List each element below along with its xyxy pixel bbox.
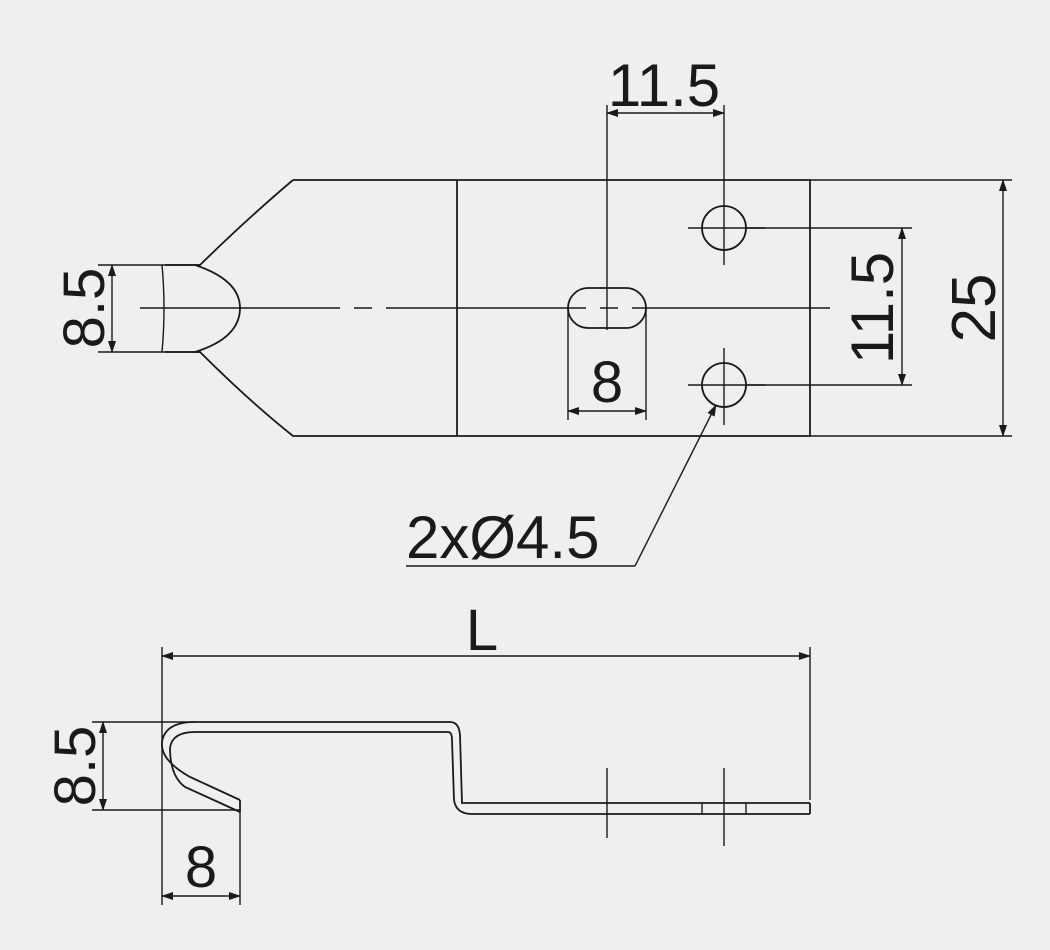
dim-hook-gap-label: 8.5 bbox=[52, 268, 117, 349]
side-view: L 8.5 8 bbox=[43, 598, 811, 905]
dim-length-label: L bbox=[466, 598, 498, 663]
dim-hook-gap: 8.5 bbox=[52, 264, 200, 353]
dim-hole-spacing-h: 11.5 bbox=[606, 52, 725, 330]
plate-outline bbox=[165, 179, 811, 437]
dim-hook-depth-label: 8 bbox=[185, 835, 217, 900]
dim-hook-height: 8.5 bbox=[43, 721, 240, 811]
profile-inner bbox=[169, 731, 810, 815]
dim-width: 25 bbox=[810, 179, 1012, 437]
dim-slot-length-label: 8 bbox=[591, 350, 623, 415]
dim-slot-length: 8 bbox=[567, 308, 647, 420]
dim-hole-spacing-v: 11.5 bbox=[746, 227, 912, 386]
dim-hole-spacing-h-label: 11.5 bbox=[608, 52, 720, 119]
top-view: 11.5 11.5 25 8.5 8 bbox=[52, 52, 1012, 571]
dim-length: L bbox=[161, 598, 811, 905]
dim-width-label: 25 bbox=[940, 274, 1009, 343]
dim-hook-depth: 8 bbox=[161, 812, 241, 905]
profile-outer bbox=[161, 721, 810, 804]
dim-hook-height-label: 8.5 bbox=[43, 726, 108, 807]
callout-holes-label: 2xØ4.5 bbox=[406, 504, 599, 571]
hole-bottom bbox=[688, 348, 765, 425]
callout-holes: 2xØ4.5 bbox=[406, 404, 717, 571]
dim-hole-spacing-v-label: 11.5 bbox=[839, 252, 906, 364]
